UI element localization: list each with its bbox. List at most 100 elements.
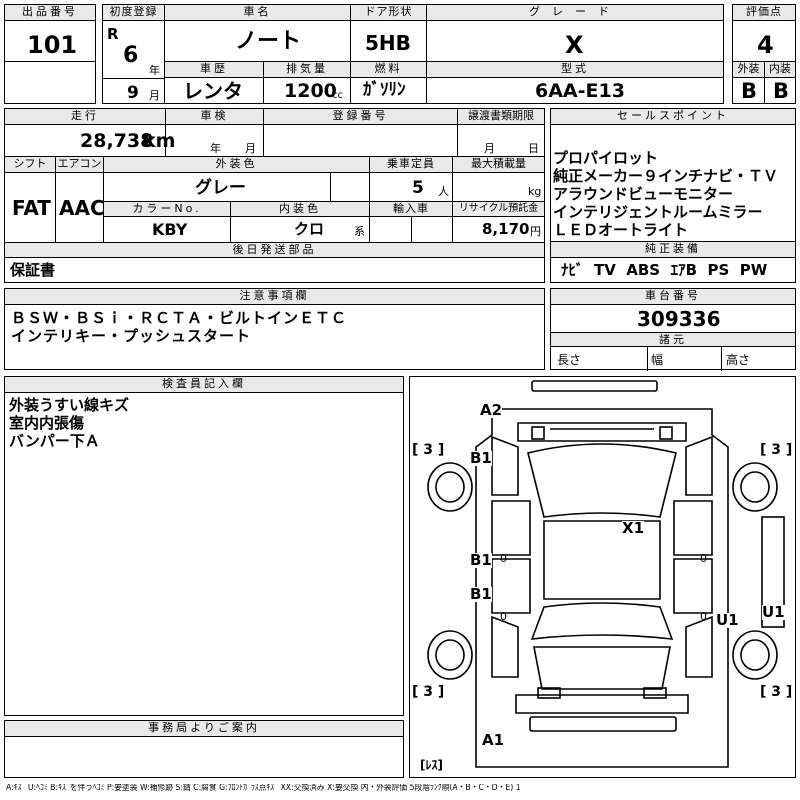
ac-label: エアコン — [56, 157, 103, 173]
history: レンタ — [183, 79, 243, 103]
displacement-cell: 排気量 1200 cc — [263, 61, 351, 104]
year-unit: 年 — [149, 64, 160, 77]
import-label: 輸入車 — [370, 202, 452, 217]
history-cell: 車歴 レンタ — [164, 61, 264, 104]
color-no: KBY — [152, 220, 188, 239]
inspection-month-unit: 月 — [245, 142, 256, 155]
equipment-box: 純正装備 ﾅﾋﾞ TV ABS ｴｱB PS PW — [550, 241, 796, 283]
office-box: 事務局よりご案内 — [4, 720, 404, 778]
sales-point-line: 純正メーカー９インチナビ・ＴＶ — [553, 167, 779, 185]
displacement-label: 排気量 — [264, 62, 350, 78]
mark-a2: A2 — [480, 401, 503, 419]
office-label: 事務局よりご案内 — [5, 721, 403, 737]
caution-line: インテリキー・プッシュスタート — [11, 327, 252, 345]
mark-u1-rear: U1 — [716, 611, 739, 629]
equipment-item: PW — [739, 261, 768, 279]
tread-rear-right: [ 3 ] — [760, 684, 793, 700]
tire-zero: 0 — [700, 610, 707, 623]
equipment-item: TV — [593, 261, 616, 279]
equipment-label: 純正装備 — [551, 242, 795, 258]
shift: FAT — [12, 196, 51, 220]
score: 4 — [757, 31, 774, 59]
lot-label: 出品番号 — [5, 5, 95, 21]
lot-number: 101 — [27, 31, 78, 59]
int-color-label: 内装色 — [231, 202, 369, 217]
chassis-number: 309336 — [637, 307, 721, 331]
inspector-label: 検査員記入欄 — [5, 377, 403, 393]
sales-point-line: アラウンドビューモニター — [553, 185, 734, 203]
tire-zero: 0 — [700, 552, 707, 565]
tread-front-right: [ 3 ] — [760, 442, 793, 458]
inspector-box: 検査員記入欄 外装うすい線キズ 室内内張傷 バンパー下Ａ — [4, 376, 404, 716]
inspector-line: 室内内張傷 — [9, 414, 85, 432]
height-label: 高さ — [726, 353, 751, 367]
inspector-line: バンパー下Ａ — [9, 432, 100, 450]
inspector-list: 外装うすい線キズ 室内内張傷 バンパー下Ａ — [9, 396, 399, 450]
fuel-cell: 燃料 ｶﾞｿﾘﾝ — [350, 61, 427, 104]
history-label: 車歴 — [165, 62, 263, 78]
recycle-unit: 円 — [530, 225, 541, 238]
displacement-unit: cc — [332, 90, 343, 101]
fuel-label: 燃料 — [351, 62, 426, 78]
caution-box: 注意事項欄 ＢＳＷ・ＢＳｉ・ＲＣＴＡ・ビルトインＥＴＣ インテリキー・プッシュス… — [4, 288, 545, 370]
inspector-line: 外装うすい線キズ — [9, 396, 130, 414]
recycle-label: リサイクル預託金 — [453, 202, 544, 217]
transfer-label: 譲渡書類期限 — [458, 109, 544, 125]
color-no-label: カラーNo. — [104, 202, 230, 217]
specs-label: 諸元 — [551, 332, 795, 347]
mark-u1-side: U1 — [762, 603, 785, 621]
transfer-day-unit: 日 — [528, 142, 539, 155]
tread-rear-left: [ 3 ] — [412, 684, 445, 700]
year-value: 6 — [123, 43, 139, 68]
score-cell: 評価点 4 — [732, 4, 796, 62]
model-code: 6AA-E13 — [535, 80, 625, 102]
month-value: 9 — [127, 83, 139, 103]
equipment-list: ﾅﾋﾞ TV ABS ｴｱB PS PW — [561, 263, 767, 278]
transfer-month-unit: 月 — [484, 142, 495, 155]
spare-label: [ﾚｽ] — [420, 758, 443, 772]
car-name: ノート — [235, 29, 302, 54]
sales-points-list: プロパイロット 純正メーカー９インチナビ・ＴＶ アラウンドビューモニター インテ… — [553, 149, 797, 239]
car-diagram-box: A2 B1 X1 B1 B1 U1 U1 A1 [ 3 ] [ 3 ] [ 3 … — [409, 376, 796, 778]
tire-zero: 0 — [500, 610, 507, 623]
interior-grade-cell: 内装 B — [764, 61, 796, 104]
mark-b1-low: B1 — [470, 585, 492, 603]
lot-cell-blank — [4, 61, 96, 104]
mark-x1: X1 — [622, 519, 645, 537]
caution-list: ＢＳＷ・ＢＳｉ・ＲＣＴＡ・ビルトインＥＴＣ インテリキー・プッシュスタート — [11, 309, 541, 345]
sales-points-label: セールスポイント — [551, 109, 795, 125]
exterior-grade-label: 外装 — [733, 62, 764, 78]
exterior-grade-cell: 外装 B — [732, 61, 765, 104]
score-label: 評価点 — [733, 5, 795, 21]
tread-front-left: [ 3 ] — [412, 442, 445, 458]
ext-color: グレー — [195, 178, 246, 198]
grade-label: グレード — [427, 5, 723, 21]
int-color-suffix: 系 — [354, 225, 365, 238]
chassis-label: 車台番号 — [551, 289, 795, 305]
width-label: 幅 — [651, 353, 664, 367]
mileage-label: 走行 — [5, 109, 165, 125]
grade-cell: グレード X — [426, 4, 724, 62]
door-type: 5HB — [365, 31, 411, 55]
legend-text: A:ｷｽﾞ U:ﾍｺﾐ B:ｷｽﾞを伴うﾍｺﾐ P:要塗装 W:補修跡 S:錆 … — [6, 784, 521, 793]
interior-grade: B — [773, 79, 790, 103]
exterior-grade: B — [741, 79, 758, 103]
era: R — [107, 25, 119, 43]
door-label: ドア形状 — [351, 5, 426, 21]
grade: X — [565, 31, 584, 59]
length-label: 長さ — [557, 353, 582, 367]
equipment-item: ABS — [626, 261, 661, 279]
door-cell: ドア形状 5HB — [350, 4, 427, 62]
ac: AAC — [59, 196, 105, 220]
sales-points-box: セールスポイント プロパイロット 純正メーカー９インチナビ・ＴＶ アラウンドビュ… — [550, 108, 796, 242]
reg-no-label: 登録番号 — [264, 109, 457, 125]
chassis-box: 車台番号 309336 諸元 長さ 幅 高さ — [550, 288, 796, 371]
first-reg-label: 初度登録 — [103, 5, 164, 21]
max-load-label: 最大積載量 — [453, 157, 544, 173]
mark-a1: A1 — [482, 731, 505, 749]
first-reg-cell: 初度登録 R 6 年 9 月 — [102, 4, 165, 104]
model-code-label: 型式 — [427, 62, 723, 78]
sales-point-line: インテリジェントルームミラー — [553, 203, 763, 221]
caution-label: 注意事項欄 — [5, 289, 544, 305]
lot-cell: 出品番号 101 — [4, 4, 96, 62]
